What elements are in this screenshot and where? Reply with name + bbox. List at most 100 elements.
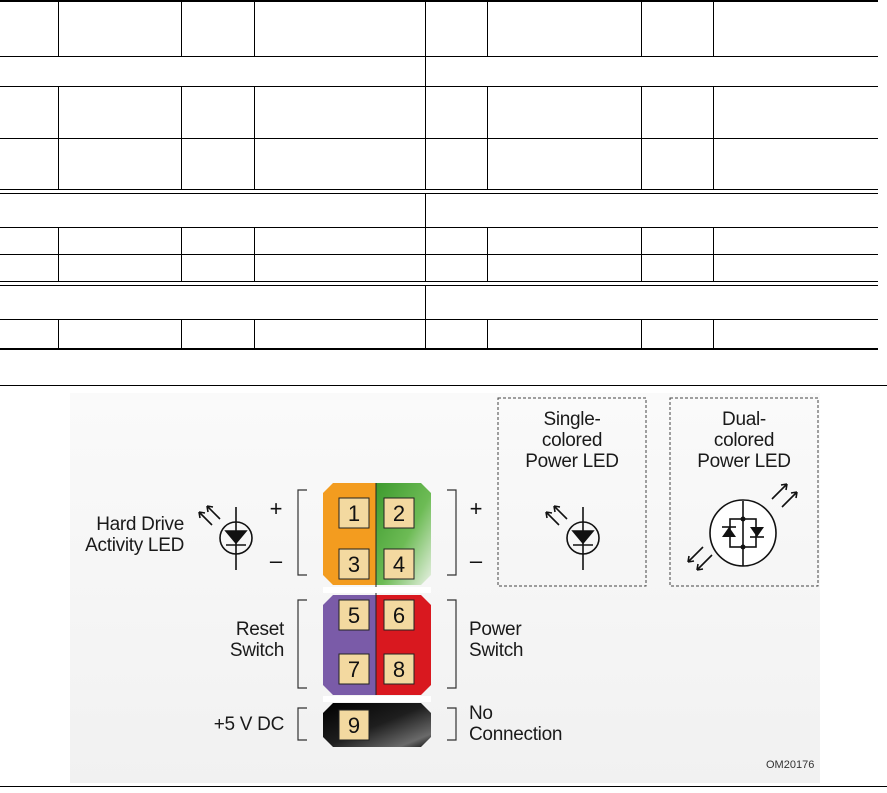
table-col-divider [713, 319, 714, 349]
pin-9-number: 9 [348, 713, 360, 738]
table-col-divider [487, 227, 488, 282]
table-rule [0, 254, 878, 255]
table-col-divider [713, 227, 714, 282]
table-col-divider [181, 319, 182, 349]
figure-code: OM20176 [766, 759, 815, 771]
single-led-label-line3: Power LED [525, 451, 619, 472]
diagram-canvas: 1 2 3 4 5 6 7 8 9 + – + – [70, 393, 820, 783]
figure-rule-bottom [0, 786, 887, 787]
table-col-divider [254, 227, 255, 282]
dual-led-label-line1: Dual- [722, 409, 766, 430]
table-col-divider [181, 0, 182, 57]
single-color-led-symbol-icon [545, 505, 600, 570]
dual-led-label-line2: colored [713, 430, 775, 451]
table-rule [0, 227, 878, 228]
pin-assignment-table [0, 0, 887, 350]
table-rule [0, 319, 878, 320]
polarity-signs: + – + – [270, 496, 483, 573]
reset-switch-label: Reset Switch [190, 619, 284, 661]
table-col-divider [425, 56, 426, 87]
reset-switch-label-line1: Reset [235, 619, 284, 640]
table-rule-double [0, 281, 878, 282]
table-rule [0, 56, 878, 57]
table-col-divider [425, 86, 426, 190]
pin-brackets [297, 489, 457, 741]
plus5v-label-text: +5 V DC [213, 714, 285, 735]
dual-led-label: Dual- colored Power LED [672, 409, 816, 472]
single-led-label-line2: colored [541, 430, 603, 451]
right-bracket-power-led [447, 489, 457, 576]
hdd-led-label-line1: Hard Drive [96, 514, 184, 535]
power-switch-label: Power Switch [469, 619, 569, 661]
table-col-divider [58, 319, 59, 349]
pin-9-pad [338, 709, 370, 741]
pin-7-pad [338, 653, 370, 685]
pin-7-number: 7 [348, 657, 360, 682]
pin-4-number: 4 [393, 552, 405, 577]
table-col-divider [58, 227, 59, 282]
pin-3-number: 3 [348, 552, 360, 577]
table-rule-double [0, 193, 878, 194]
reset-switch-label-line2: Switch [229, 640, 284, 661]
pin-pads [338, 497, 415, 741]
pin-6-pad [383, 599, 415, 631]
table-col-divider [425, 193, 426, 228]
right-bracket-no-connection [447, 707, 457, 741]
table-rule [0, 138, 878, 139]
table-col-divider [641, 86, 642, 190]
table-rule-double [0, 285, 878, 286]
table-col-divider [58, 86, 59, 190]
table-col-divider [181, 227, 182, 282]
dual-led-label-line3: Power LED [697, 451, 791, 472]
table-col-divider [254, 86, 255, 190]
table-col-divider [487, 0, 488, 57]
hdd-led-label-line2: Activity LED [85, 535, 184, 556]
pin-numbers: 1 2 3 4 5 6 7 8 9 [348, 501, 405, 738]
single-led-label: Single- colored Power LED [500, 409, 644, 472]
table-col-divider [181, 86, 182, 190]
power-switch-label-line1: Power [469, 619, 522, 640]
pin-5-pad [338, 599, 370, 631]
no-connection-label: No Connection [469, 703, 589, 745]
right-minus-sign: – [470, 548, 483, 573]
pin-8-pad [383, 653, 415, 685]
dual-led-dashed-box [669, 397, 819, 587]
pin-5-number: 5 [348, 603, 360, 628]
dual-color-led-symbol-icon [687, 483, 798, 571]
left-bracket-hdd [297, 489, 307, 576]
table-col-divider [713, 86, 714, 190]
pin-6-number: 6 [393, 603, 405, 628]
table-rule-top [0, 0, 878, 2]
table-rule [0, 189, 878, 190]
table-col-divider [58, 0, 59, 57]
table-rule [0, 86, 878, 87]
front-panel-header-diagram: 1 2 3 4 5 6 7 8 9 + – + – [0, 385, 887, 788]
table-col-divider [425, 285, 426, 320]
table-col-divider [425, 227, 426, 282]
pin-4-pad [383, 548, 415, 580]
figure-rule-top [0, 385, 887, 386]
table-col-divider [425, 319, 426, 349]
hdd-led-symbol-icon [198, 505, 253, 570]
table-col-divider [641, 227, 642, 282]
left-bracket-plus5v [297, 707, 307, 741]
diagram-background [70, 393, 820, 783]
table-col-divider [425, 0, 426, 57]
pin-2-number: 2 [393, 501, 405, 526]
pin-1-pad [338, 497, 370, 529]
plus5v-label: +5 V DC [190, 714, 285, 735]
table-col-divider [254, 0, 255, 57]
single-led-dashed-box [497, 397, 647, 587]
left-plus-sign: + [270, 496, 283, 521]
pin-2-pad [383, 497, 415, 529]
hdd-led-label: Hard Drive Activity LED [56, 514, 184, 556]
table-col-divider [487, 319, 488, 349]
left-minus-sign: – [270, 548, 283, 573]
table-col-divider [641, 0, 642, 57]
table-col-divider [641, 319, 642, 349]
pin-8-number: 8 [393, 657, 405, 682]
right-plus-sign: + [470, 496, 483, 521]
table-col-divider [487, 86, 488, 190]
power-switch-label-line2: Switch [469, 640, 524, 661]
single-led-label-line1: Single- [543, 409, 601, 430]
